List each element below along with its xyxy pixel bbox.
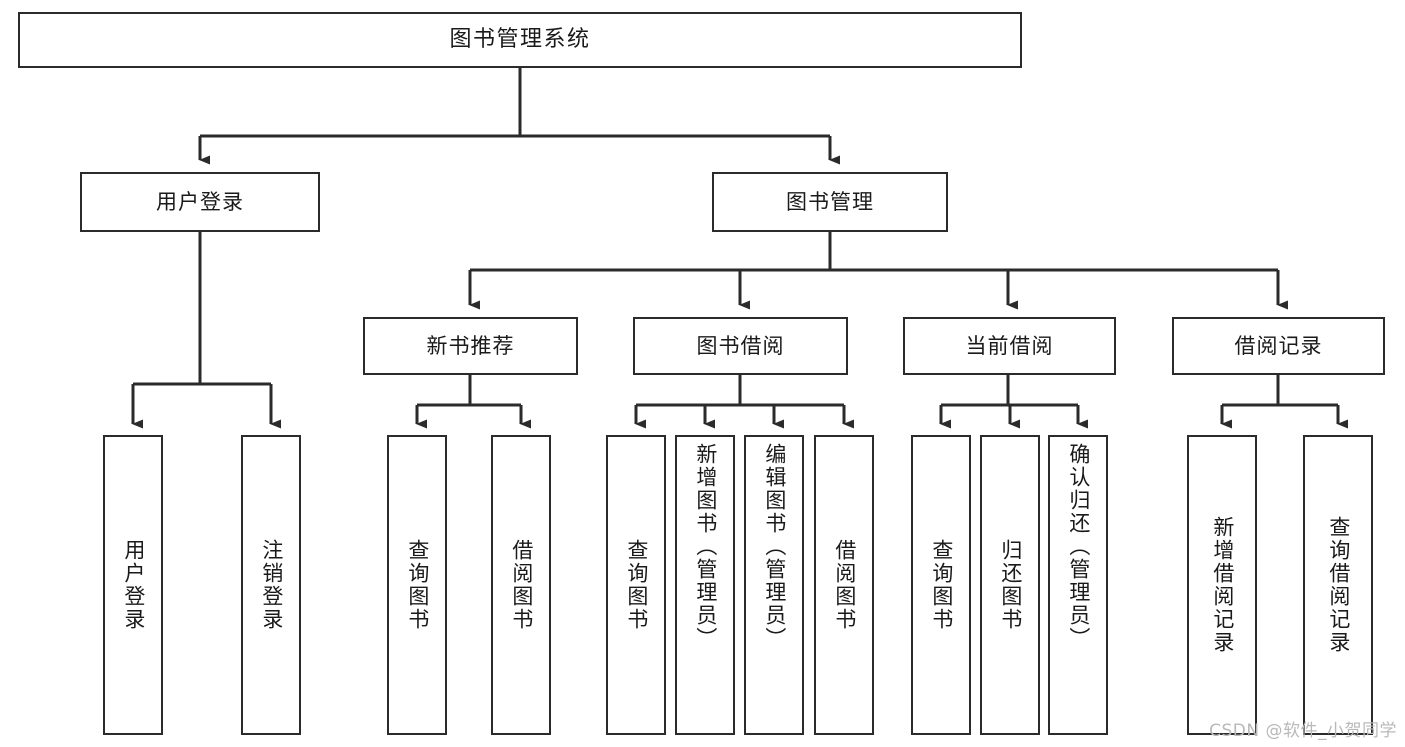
leaf-borrow-book-recommend[interactable]: 借阅图书 — [491, 435, 551, 735]
leaf-confirm-return-admin[interactable]: 确认归还（管理员） — [1048, 435, 1108, 735]
node-current-borrow[interactable]: 当前借阅 — [903, 317, 1116, 375]
node-label: 图书借阅 — [696, 333, 785, 358]
node-label: 用户登录 — [121, 539, 146, 631]
csdn-watermark: CSDN @软件_小贺同学 — [1209, 721, 1397, 741]
node-label: 借阅图书 — [832, 539, 857, 631]
node-label: 图书管理系统 — [449, 27, 591, 53]
node-label: 新增图书（管理员） — [693, 443, 718, 650]
leaf-query-borrow-record[interactable]: 查询借阅记录 — [1303, 435, 1373, 735]
leaf-add-book-admin[interactable]: 新增图书（管理员） — [675, 435, 735, 735]
node-book-borrow[interactable]: 图书借阅 — [633, 317, 848, 375]
node-label: 查询借阅记录 — [1326, 516, 1351, 654]
leaf-add-borrow-record[interactable]: 新增借阅记录 — [1187, 435, 1257, 735]
leaf-query-book-recommend[interactable]: 查询图书 — [387, 435, 447, 735]
node-label: 借阅记录 — [1234, 333, 1323, 358]
leaf-edit-book-admin[interactable]: 编辑图书（管理员） — [744, 435, 804, 735]
node-label: 查询图书 — [405, 539, 430, 631]
leaf-user-login[interactable]: 用户登录 — [103, 435, 163, 735]
leaf-return-book[interactable]: 归还图书 — [980, 435, 1040, 735]
node-label: 查询图书 — [929, 539, 954, 631]
node-label: 新书推荐 — [426, 333, 515, 358]
leaf-borrow-book[interactable]: 借阅图书 — [814, 435, 874, 735]
node-label: 确认归还（管理员） — [1066, 443, 1091, 650]
leaf-user-logout[interactable]: 注销登录 — [241, 435, 301, 735]
node-label: 当前借阅 — [965, 333, 1054, 358]
leaf-query-book-borrow[interactable]: 查询图书 — [606, 435, 666, 735]
leaf-query-book-current[interactable]: 查询图书 — [911, 435, 971, 735]
node-borrow-record[interactable]: 借阅记录 — [1172, 317, 1385, 375]
node-book-management[interactable]: 图书管理 — [712, 172, 948, 232]
node-new-book-recommend[interactable]: 新书推荐 — [363, 317, 578, 375]
node-label: 编辑图书（管理员） — [762, 443, 787, 650]
node-label: 注销登录 — [259, 539, 284, 631]
node-root-book-management-system[interactable]: 图书管理系统 — [18, 12, 1022, 68]
node-label: 新增借阅记录 — [1210, 516, 1235, 654]
node-label: 图书管理 — [786, 189, 874, 214]
node-label: 归还图书 — [998, 539, 1023, 631]
node-label: 用户登录 — [156, 189, 244, 214]
node-user-login[interactable]: 用户登录 — [80, 172, 320, 232]
node-label: 查询图书 — [624, 539, 649, 631]
node-label: 借阅图书 — [509, 539, 534, 631]
